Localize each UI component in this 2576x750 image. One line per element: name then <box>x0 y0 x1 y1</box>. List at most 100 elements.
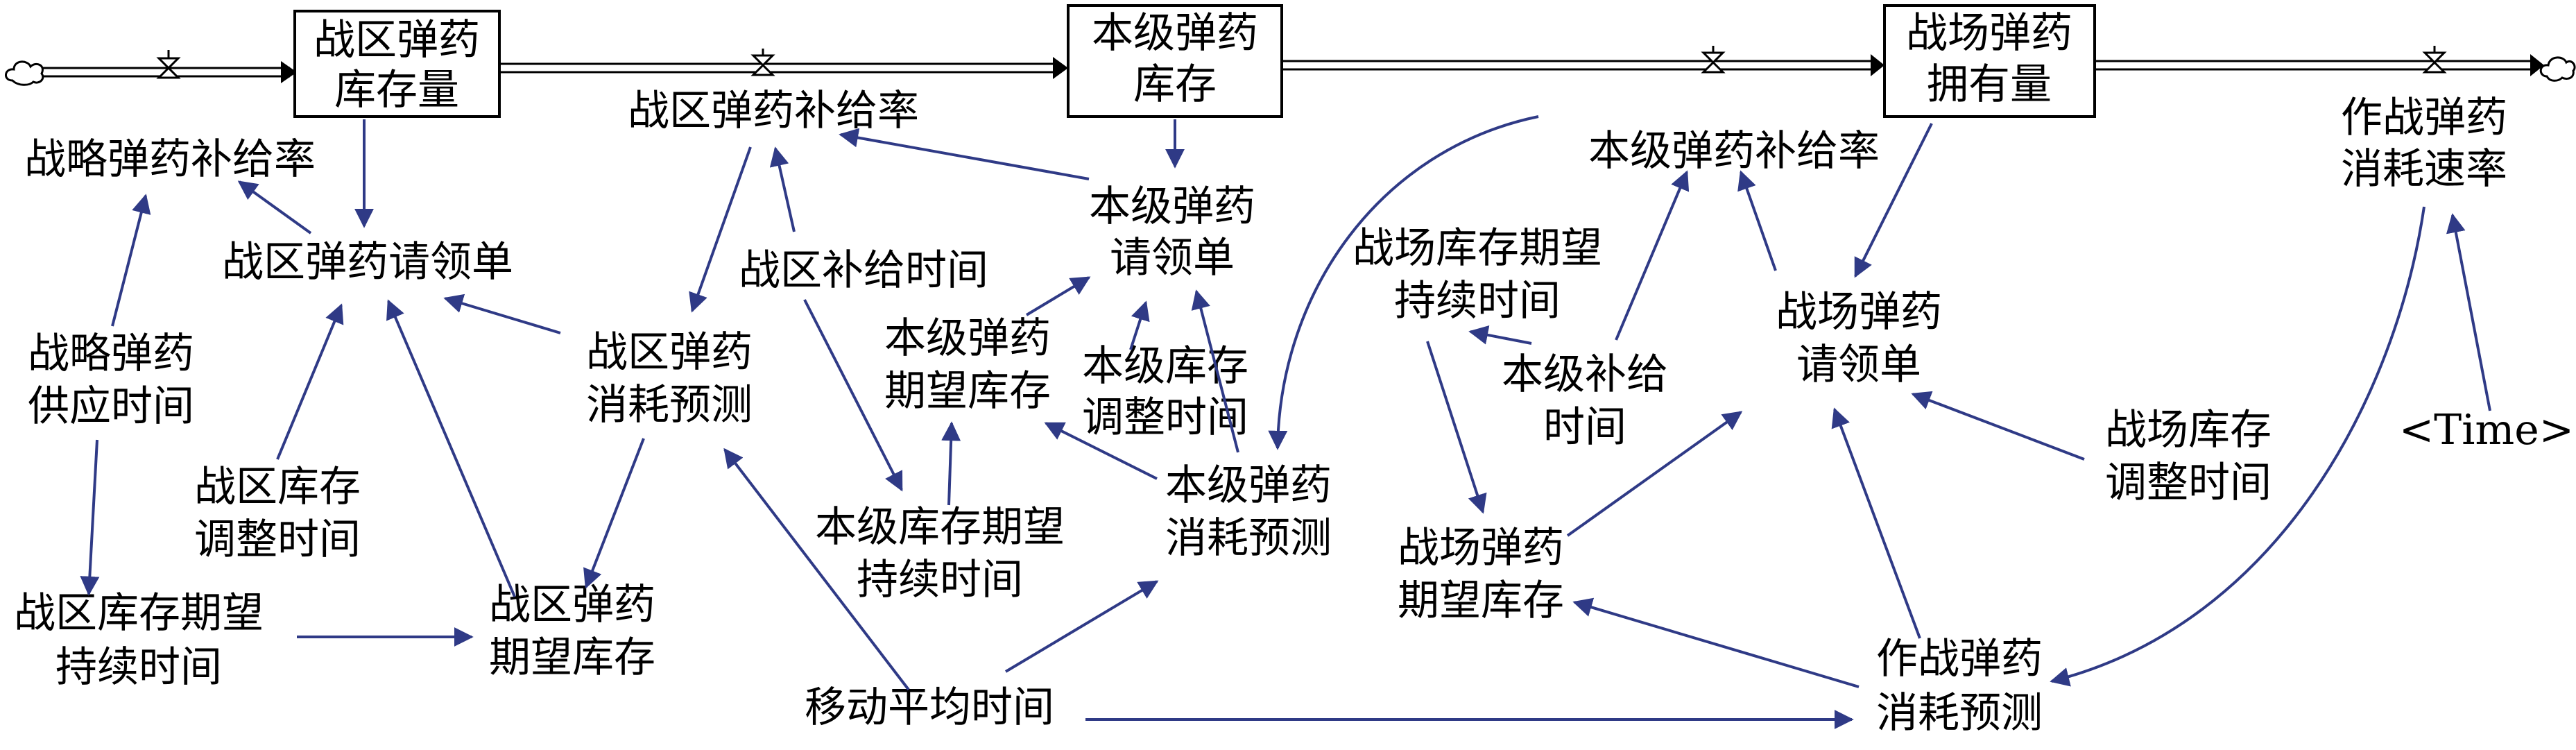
link-level-forecast-to-level-expected-inventory <box>1044 422 1158 480</box>
var-strategic-supply-rate[interactable]: 战略弹药补给率 <box>24 135 316 184</box>
link-theater-adjust-to-theater-requisition <box>276 303 344 460</box>
var-text: 战略弹药补给率 <box>24 135 316 184</box>
var-text: 本级弹药 <box>1165 461 1332 510</box>
stock-label: 战区弹药 <box>314 16 480 65</box>
var-text: 期望库存 <box>884 367 1051 416</box>
link-combat-forecast-to-battlefield-expected-inventory <box>1572 597 1860 688</box>
var-text: 消耗预测 <box>1165 514 1332 563</box>
var-text: 本级库存期望 <box>815 503 1065 552</box>
link-battlefield-adjust-to-battlefield-requisition <box>1911 391 2085 461</box>
valve-consumption-icon <box>2422 46 2447 74</box>
link-combat-forecast-to-battlefield-requisition <box>1831 407 1921 639</box>
link-level-supply-rate-to-level-forecast <box>1268 115 1539 450</box>
var-text: 本级弹药 <box>884 314 1051 363</box>
link-theater-forecast-to-requisition <box>443 293 561 334</box>
var-text: 战场弹药 <box>1398 524 1564 572</box>
var-text: 持续时间 <box>1394 277 1561 325</box>
stock-label: 拥有量 <box>1927 60 2052 109</box>
var-moving-average-time[interactable]: 移动平均时间 <box>805 683 1054 732</box>
stock-theater-inventory[interactable]: 战区弹药 库存量 <box>293 10 501 118</box>
var-text: 战区弹药补给率 <box>628 87 919 135</box>
link-level-requisition-to-theater-supply-rate <box>839 128 1090 180</box>
valve-level-icon <box>1701 46 1726 74</box>
link-moving-average-to-theater-forecast <box>723 448 910 691</box>
var-text: 供应时间 <box>28 382 194 431</box>
stock-battlefield-holding[interactable]: 战场弹药 拥有量 <box>1883 4 2096 118</box>
flow-pipe-level-supply <box>1282 54 1884 76</box>
var-text: 本级补给 <box>1502 350 1668 399</box>
var-text: 本级弹药补给率 <box>1588 127 1880 176</box>
var-text: 消耗预测 <box>1876 689 2043 738</box>
var-text: 消耗速率 <box>2341 145 2507 194</box>
var-strategic-supply-time[interactable]: 战略弹药 供应时间 <box>28 330 194 431</box>
link-theater-forecast-to-expected-inventory <box>583 438 645 589</box>
var-time[interactable]: <Time> <box>2399 406 2574 454</box>
var-theater-supply-rate[interactable]: 战区弹药补给率 <box>628 87 919 135</box>
var-level-requisition[interactable]: 本级弹药 请领单 <box>1089 182 1255 282</box>
var-text: 战场库存 <box>2105 406 2272 454</box>
var-level-supply-rate[interactable]: 本级弹药补给率 <box>1588 127 1880 176</box>
stock-label: 库存量 <box>334 66 459 114</box>
var-text: 本级弹药 <box>1089 182 1255 231</box>
var-text: 战区弹药请领单 <box>222 238 513 287</box>
var-text: 作战弹药 <box>1876 635 2043 683</box>
link-moving-average-to-level-forecast <box>1004 580 1159 673</box>
link-battlefield-requisition-to-level-supply-rate <box>1737 170 1777 271</box>
var-level-supply-time[interactable]: 本级补给 时间 <box>1502 350 1668 452</box>
link-theater-supply-time-to-level-expected-duration <box>803 299 903 492</box>
var-text: 战区补给时间 <box>739 246 988 295</box>
var-text: 战区弹药 <box>586 328 753 377</box>
var-text: 作战弹药 <box>2341 94 2507 142</box>
link-level-supply-time-to-expected-duration <box>1468 325 1532 345</box>
causal-links <box>80 115 2491 729</box>
flow-pipes <box>42 54 2544 83</box>
stock-level-inventory[interactable]: 本级弹药 库存 <box>1067 4 1283 118</box>
var-battlefield-expected-inventory[interactable]: 战场弹药 期望库存 <box>1398 524 1564 625</box>
var-theater-supply-time[interactable]: 战区补给时间 <box>739 246 988 295</box>
var-theater-requisition[interactable]: 战区弹药请领单 <box>222 238 513 287</box>
link-battlefield-expected-inventory-to-requisition <box>1566 411 1743 537</box>
var-theater-expected-duration[interactable]: 战区库存期望 持续时间 <box>14 589 264 692</box>
var-text: 时间 <box>1543 403 1626 452</box>
link-level-forecast-to-level-requisition <box>1191 289 1239 453</box>
var-text: 请领单 <box>1796 341 1921 389</box>
flow-pipe-theater-supply <box>499 57 1068 79</box>
var-level-inventory-adjust-time[interactable]: 本级库存 调整时间 <box>1082 342 1248 442</box>
var-battlefield-expected-duration[interactable]: 战场库存期望 持续时间 <box>1353 224 1602 325</box>
var-combat-consumption-forecast[interactable]: 作战弹药 消耗预测 <box>1876 635 2043 738</box>
var-text: 调整时间 <box>1082 393 1248 442</box>
link-theater-expected-inventory-to-requisition <box>386 299 516 597</box>
var-battlefield-requisition[interactable]: 战场弹药 请领单 <box>1776 288 1942 389</box>
var-text: 移动平均时间 <box>805 683 1054 732</box>
link-battlefield-stock-to-battlefield-requisition <box>1854 123 1933 278</box>
link-theater-supply-rate-to-theater-forecast <box>689 146 752 313</box>
var-theater-expected-inventory[interactable]: 战区弹药 期望库存 <box>489 581 655 682</box>
var-text: 战区弹药 <box>489 581 655 629</box>
sink-cloud-icon <box>2539 56 2576 82</box>
var-theater-consumption-forecast[interactable]: 战区弹药 消耗预测 <box>586 328 753 429</box>
var-text: 战场库存期望 <box>1353 224 1602 273</box>
var-level-consumption-forecast[interactable]: 本级弹药 消耗预测 <box>1165 461 1332 563</box>
var-level-expected-inventory[interactable]: 本级弹药 期望库存 <box>884 314 1051 416</box>
var-text: <Time> <box>2399 406 2574 454</box>
var-text: 调整时间 <box>194 515 361 564</box>
link-time-to-consumption-rate <box>2446 213 2491 411</box>
source-cloud-icon <box>5 60 44 86</box>
link-battlefield-expected-duration-to-expected-inventory <box>1426 341 1487 514</box>
link-consumption-rate-to-combat-forecast <box>2050 206 2425 687</box>
var-text: 持续时间 <box>857 556 1023 604</box>
var-text: 期望库存 <box>489 633 655 682</box>
link-level-expected-inventory-to-level-requisition <box>1025 276 1091 316</box>
valve-strategic-icon <box>156 50 181 79</box>
link-level-expected-duration-to-level-expected-inventory <box>941 421 961 506</box>
link-level-adjust-to-level-requisition <box>1129 300 1150 350</box>
link-theater-supply-time-to-supply-rate <box>769 146 796 232</box>
var-level-expected-duration[interactable]: 本级库存期望 持续时间 <box>815 503 1065 604</box>
link-level-supply-time-to-level-supply-rate <box>1615 170 1690 341</box>
stock-label: 库存 <box>1133 60 1217 109</box>
var-theater-inventory-adjust-time[interactable]: 战区库存 调整时间 <box>194 463 361 564</box>
valve-theater-icon <box>750 49 775 76</box>
var-battlefield-inventory-adjust-time[interactable]: 战场库存 调整时间 <box>2105 406 2272 507</box>
var-combat-consumption-rate[interactable]: 作战弹药 消耗速率 <box>2341 94 2507 194</box>
